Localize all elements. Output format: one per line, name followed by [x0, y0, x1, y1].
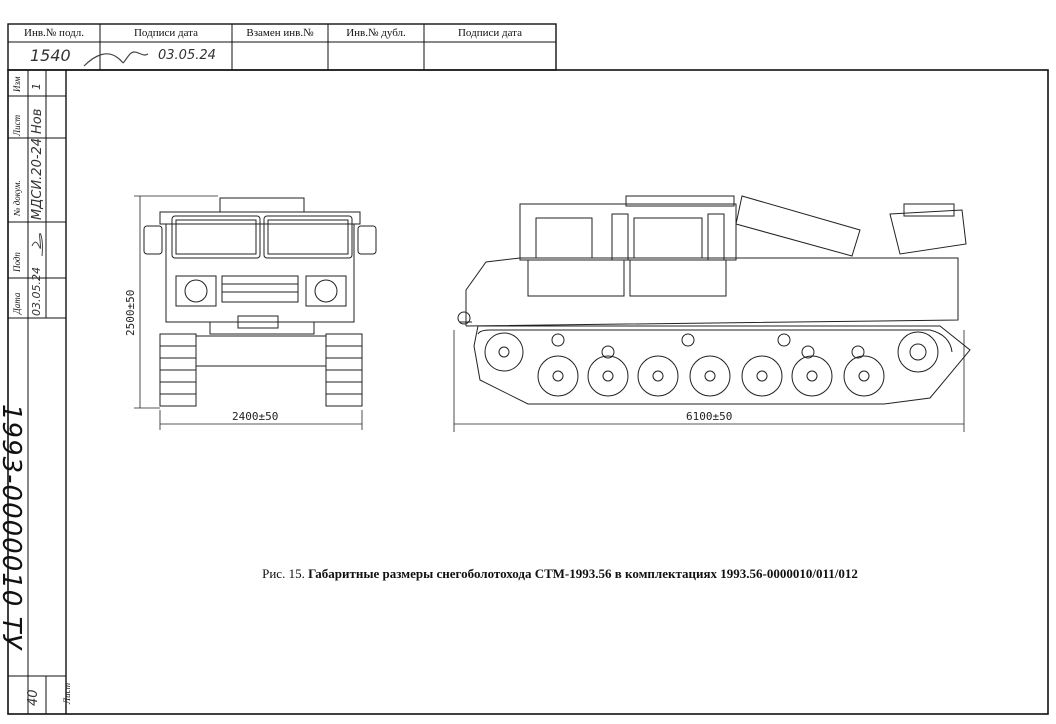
front-view-drawing — [143, 197, 377, 407]
value-n-dokum: МДСИ.20-24 — [30, 137, 45, 220]
value-izm: 1 — [30, 83, 43, 90]
header-signature-date: Подписи дата — [133, 27, 199, 39]
label-izm: Изм — [12, 76, 22, 92]
header-vzamen: Взамен инв.№ — [246, 27, 314, 39]
signature-mark-left — [31, 233, 43, 257]
signature-mark — [83, 51, 149, 67]
header-inv-podl: Инв.№ подл. — [24, 27, 84, 39]
page-number: 40 — [26, 689, 41, 706]
value-list: Нов — [30, 108, 45, 134]
inv-podl-value: 1540 — [30, 46, 71, 65]
figure-caption: Рис. 15. Габаритные размеры снегоболотох… — [150, 566, 970, 582]
caption-prefix: Рис. 15. — [262, 566, 305, 581]
label-n-dokum: № докум. — [12, 180, 22, 216]
value-data: 03.05.24 — [30, 267, 43, 316]
header-inv-dubl: Инв.№ дубл. — [346, 27, 406, 39]
dim-length-label: 6100±50 — [686, 410, 733, 423]
document-number: 1993-0000010 ТУ — [0, 404, 26, 651]
signature-date-value: 03.05.24 — [158, 48, 216, 63]
label-data: Дата — [12, 292, 22, 314]
label-podp: Подп — [12, 252, 22, 272]
side-view-drawing — [457, 195, 971, 405]
page-label: Лист — [62, 682, 72, 704]
header-signature-date-2: Подписи дата — [457, 27, 523, 39]
label-list: Лист — [12, 114, 22, 136]
dim-height-label: 2500±50 — [124, 289, 137, 336]
front-dimension-lines — [134, 195, 363, 430]
side-dimension-lines — [453, 330, 965, 432]
caption-title: Габаритные размеры снегоболотохода СТМ-1… — [308, 566, 858, 581]
dim-width-front-label: 2400±50 — [232, 410, 279, 423]
